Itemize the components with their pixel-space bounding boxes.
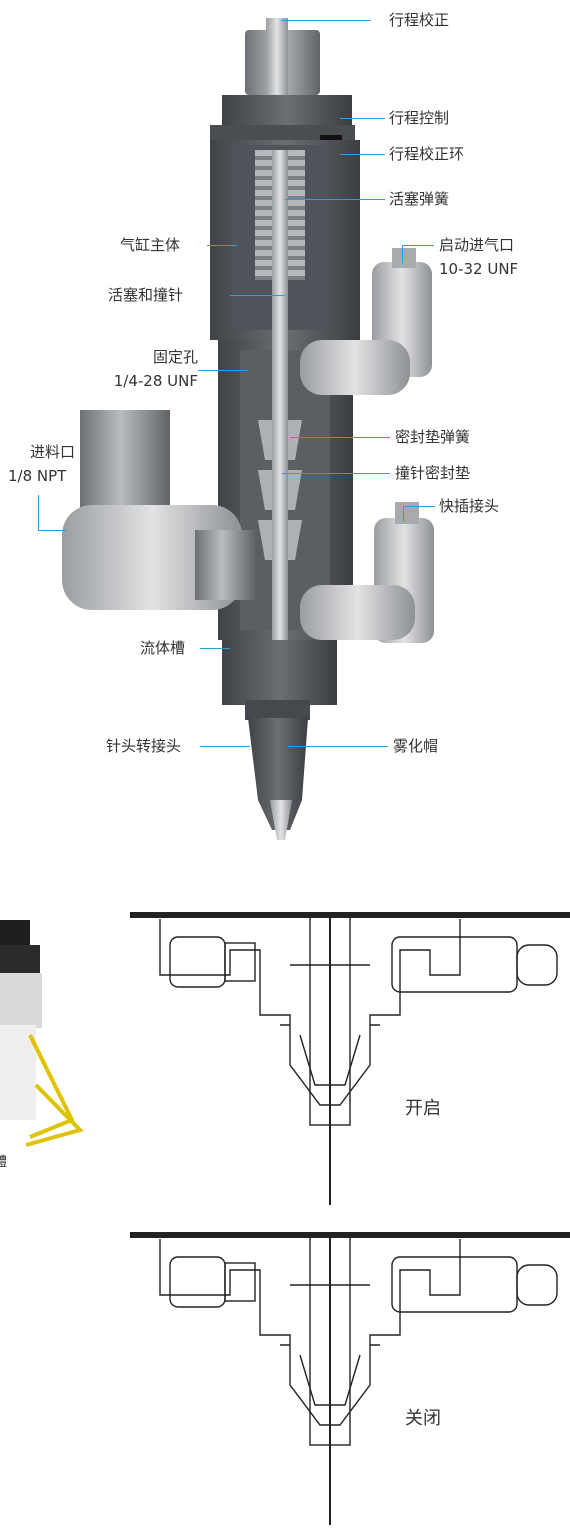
label-mount-hole-thread: 1/4-28 UNF	[113, 372, 198, 390]
stroke-control-knob	[210, 95, 355, 163]
label-fluid-chamber: 流体槽	[140, 639, 186, 657]
leader-air-inlet-v	[402, 245, 403, 263]
valve-open-line-drawing	[130, 912, 570, 1205]
label-quick-fitting: 快插接头	[439, 497, 500, 515]
label-nozzle-adapter: 针头转接头	[106, 737, 182, 755]
label-feed-inlet-thread: 1/8 NPT	[8, 467, 67, 485]
label-air-inlet: 启动进气口	[439, 236, 515, 254]
leader-cylinder-body	[207, 245, 237, 246]
label-cylinder-body: 气缸主体	[120, 236, 181, 254]
label-stroke-adjust: 行程校正	[389, 11, 450, 29]
label-stroke-control: 行程控制	[389, 109, 450, 127]
leader-air-inlet	[402, 245, 434, 246]
leader-feed-inlet-v	[38, 495, 39, 531]
leader-quick-fitting	[403, 506, 435, 507]
leader-mount-hole	[198, 370, 248, 371]
leader-fluid-chamber	[200, 648, 230, 649]
label-state-closed: 关闭	[405, 1408, 441, 1429]
label-atomizing-cap: 雾化帽	[393, 737, 439, 755]
label-stroke-adjust-ring: 行程校正环	[389, 145, 465, 163]
label-mount-hole: 固定孔	[152, 348, 198, 366]
leader-stroke-adjust-ring	[340, 154, 385, 155]
feed-inlet-fitting	[62, 410, 255, 610]
leader-atomizing-cap	[288, 746, 388, 747]
leader-seal-spring	[290, 437, 390, 438]
label-piston-needle: 活塞和撞针	[108, 286, 184, 304]
label-seal-spring: 密封垫弹簧	[395, 428, 471, 446]
quick-fitting-elbow	[300, 502, 434, 643]
leader-piston-spring	[285, 199, 385, 200]
valve-cutaway-illustration	[62, 18, 434, 840]
nozzle-assembly	[222, 640, 337, 840]
label-air-inlet-thread: 10-32 UNF	[439, 260, 519, 278]
label-needle-seal: 撞针密封垫	[395, 464, 471, 482]
leader-quick-fitting-v	[403, 506, 404, 522]
label-feed-inlet: 进料口	[30, 443, 76, 461]
valve-closed-line-drawing	[130, 1232, 570, 1525]
leader-needle-seal	[282, 473, 390, 474]
label-state-open: 开启	[405, 1098, 441, 1119]
leader-feed-inlet-h	[38, 530, 66, 531]
label-piston-spring: 活塞弹簧	[389, 190, 450, 208]
leader-stroke-control	[340, 118, 385, 119]
leader-nozzle-adapter	[200, 746, 250, 747]
side-product-photo	[0, 920, 84, 1147]
air-inlet-elbow	[300, 248, 432, 395]
label-side-caption: 醴	[0, 1155, 8, 1170]
leader-piston-needle	[230, 295, 285, 296]
leader-stroke-adjust	[281, 20, 371, 21]
